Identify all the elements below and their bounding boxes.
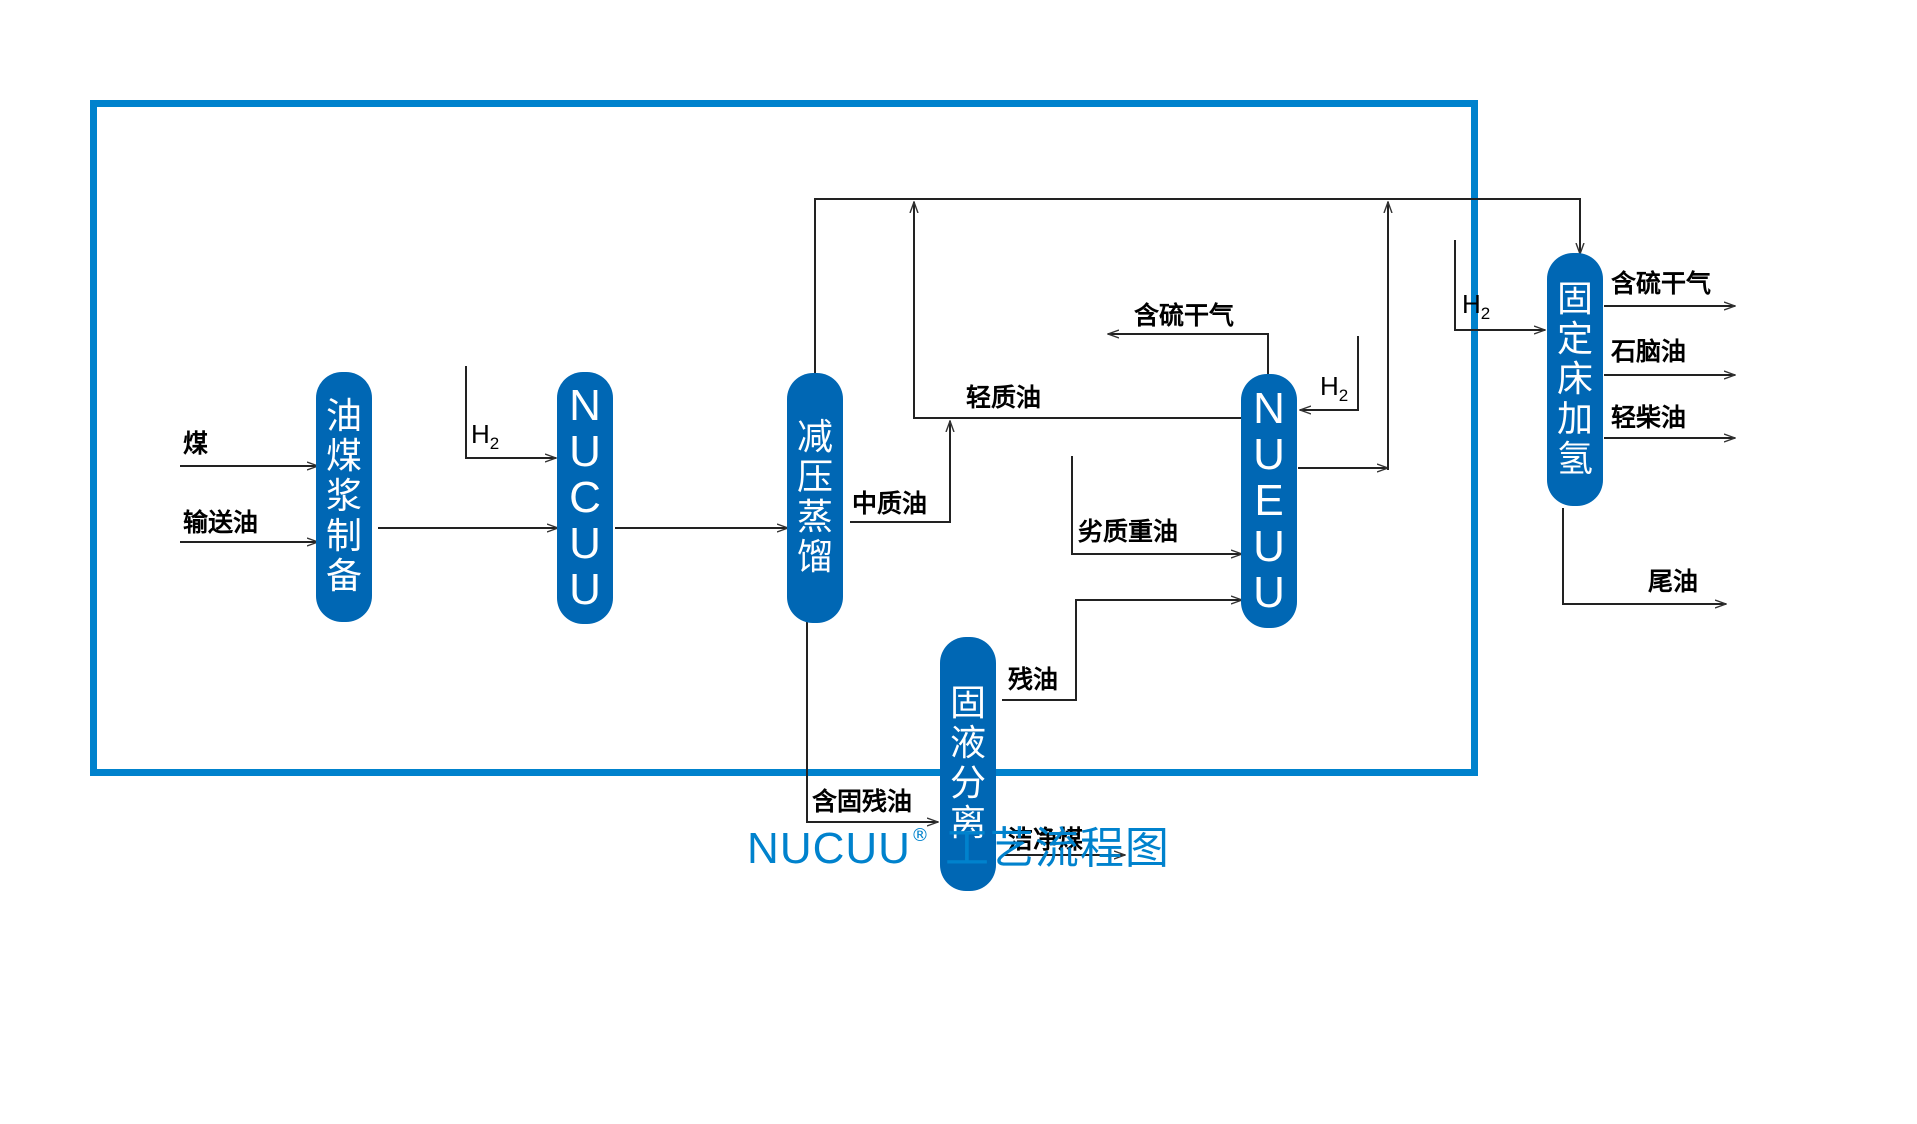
residue-oil-line bbox=[1002, 600, 1242, 701]
unit-nucuu: NUCUU bbox=[557, 372, 613, 624]
label-transport-oil: 输送油 bbox=[183, 508, 259, 537]
unit-vacuum-label: 减压蒸馏 bbox=[796, 417, 833, 578]
label-h2-nueuu: H2 bbox=[1320, 371, 1349, 405]
diagram-caption: NUCUU® 工艺流程图 bbox=[0, 812, 1917, 876]
unit-slurry-preparation: 油煤浆制备 bbox=[316, 372, 372, 622]
unit-solid-liquid-label: 固液分离 bbox=[949, 683, 986, 844]
label-light-oil: 轻质油 bbox=[966, 383, 1042, 412]
label-solid-residue-oil: 含固残油 bbox=[812, 787, 913, 816]
unit-nueuu-label: NUEUU bbox=[1253, 384, 1285, 617]
label-light-diesel: 轻柴油 bbox=[1611, 403, 1687, 432]
sour-dry-gas-line bbox=[1108, 334, 1269, 376]
unit-nucuu-label: NUCUU bbox=[569, 381, 601, 614]
middle-oil-line bbox=[850, 421, 950, 523]
h2-to-nueuu bbox=[1300, 336, 1359, 410]
label-clean-coal: 洁净煤 bbox=[1008, 825, 1084, 854]
label-fb-sour-dry-gas: 含硫干气 bbox=[1611, 269, 1712, 298]
vacuum-overhead-line bbox=[814, 198, 1580, 373]
solid-residue-oil-line bbox=[806, 622, 938, 822]
label-inferior-heavy-oil: 劣质重油 bbox=[1078, 517, 1179, 546]
caption-title: 工艺流程图 bbox=[944, 823, 1170, 874]
h2-to-nucuu bbox=[465, 366, 556, 458]
label-residue-oil: 残油 bbox=[1008, 665, 1059, 694]
label-middle-oil: 中质油 bbox=[852, 489, 928, 518]
label-naphtha: 石脑油 bbox=[1611, 337, 1687, 366]
inferior-heavy-oil-line bbox=[1071, 456, 1242, 554]
light-oil-line bbox=[914, 202, 1254, 419]
unit-slurry-label: 油煤浆制备 bbox=[325, 396, 362, 597]
label-tail-oil: 尾油 bbox=[1648, 567, 1699, 596]
h2-to-fixed-bed bbox=[1454, 240, 1545, 330]
caption-brand: NUCUU bbox=[747, 824, 911, 873]
unit-fixed-bed-label: 固定床加氢 bbox=[1556, 278, 1593, 480]
diagram-frame bbox=[90, 100, 1478, 776]
unit-fixed-bed-hydrogenation: 固定床加氢 bbox=[1547, 253, 1603, 506]
unit-nueuu: NUEUU bbox=[1241, 374, 1297, 628]
label-h2-fixed-bed: H2 bbox=[1462, 289, 1491, 323]
label-h2-nucuu: H2 bbox=[471, 419, 500, 453]
label-sour-dry-gas: 含硫干气 bbox=[1134, 301, 1235, 330]
label-coal: 煤 bbox=[183, 429, 209, 458]
registered-mark-icon: ® bbox=[910, 825, 930, 846]
unit-solid-liquid-separation: 固液分离 bbox=[940, 637, 996, 891]
unit-vacuum-distillation: 减压蒸馏 bbox=[787, 373, 843, 623]
tail-oil-line bbox=[1562, 508, 1726, 604]
